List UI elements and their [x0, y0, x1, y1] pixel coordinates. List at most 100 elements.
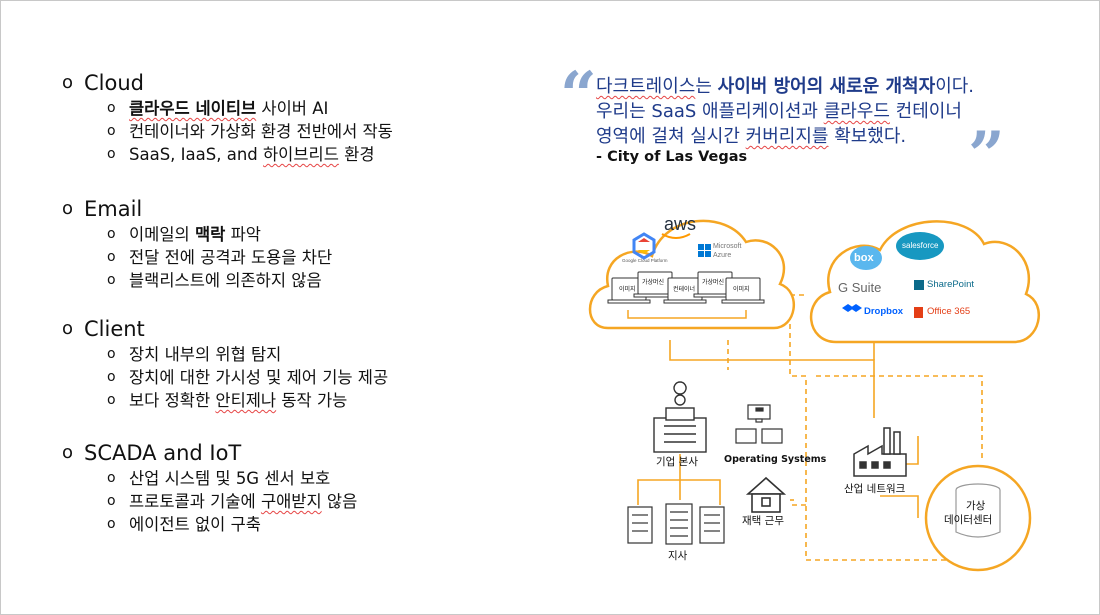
list-item: o 장치 내부의 위협 탐지 — [107, 343, 388, 366]
screen-label-container: 컨테이너 — [673, 286, 696, 293]
text-run: 장치 내부의 위협 탐지 — [129, 345, 282, 364]
sub-bullet-icon: o — [107, 123, 116, 139]
salesforce-logo-icon — [896, 232, 944, 260]
open-quote-icon: “ — [560, 58, 597, 133]
text-run: 하이브리드 — [263, 145, 339, 164]
list-item-text: 프로토콜과 기술에 구애받지 않음 — [129, 490, 357, 513]
box-logo: box — [854, 252, 874, 264]
text-run: 이다. — [935, 76, 975, 97]
azure-windows-icon — [698, 244, 711, 257]
list-item-text: 산업 시스템 및 5G 센서 보호 — [129, 467, 330, 490]
house-icon — [745, 476, 787, 513]
database-icon — [955, 483, 1001, 538]
section-title-text: Email — [84, 197, 143, 221]
text-run: 는 — [695, 76, 718, 97]
screen-label-vm-2: 가상머신 — [702, 279, 725, 286]
gsuite-logo: G Suite — [838, 280, 882, 295]
diagram-graphics — [588, 219, 1041, 572]
text-run: SaaS, IaaS, and — [129, 145, 263, 164]
sub-bullet-icon: o — [107, 346, 116, 362]
left-cloud-shape — [588, 219, 795, 330]
text-run: 컨테이너 — [889, 101, 962, 122]
bullet-icon: o — [62, 198, 74, 219]
text-run: 사이버 방어의 새로운 개척자 — [717, 76, 936, 97]
section-title-text: SCADA and IoT — [84, 441, 242, 465]
list-item-text: 이메일의 맥락 파악 — [129, 223, 261, 246]
text-run: 장치에 대한 가시성 및 제어 기능 제공 — [129, 368, 389, 387]
os-label: Operating Systems — [724, 454, 827, 465]
bullet-icon: o — [62, 318, 74, 339]
sub-bullet-icon: o — [107, 249, 116, 265]
screen-label-vm-1: 가상머신 — [642, 279, 665, 286]
laptop-bracket — [627, 310, 747, 319]
list-item: o 컨테이너와 가상화 환경 전반에서 작동 — [107, 120, 393, 143]
office365-icon — [914, 307, 923, 318]
text-run: 영역에 걸쳐 실시간 — [596, 126, 746, 147]
quote-source: - City of Las Vegas — [596, 149, 748, 165]
text-run: 구애받지 — [260, 492, 322, 511]
close-quote-icon: ” — [968, 118, 1005, 193]
list-item-text: 보다 정확한 안티제나 동작 가능 — [129, 389, 347, 412]
text-run: 안티제나 — [215, 391, 277, 410]
sub-bullet-icon: o — [107, 392, 116, 408]
text-run: 커버리지를 — [745, 126, 829, 147]
network-diagram: aws Google Cloud Platform Microsoft Azur… — [580, 200, 1080, 610]
bullet-icon: o — [62, 72, 74, 93]
screen-label-image-1: 이미지 — [619, 286, 636, 293]
text-run: 블랙리스트에 의존하지 않음 — [129, 271, 322, 290]
solid-connectors — [637, 340, 919, 518]
branch-label: 지사 — [668, 550, 688, 562]
list-item: o 전달 전에 공격과 도용을 차단 — [107, 246, 332, 269]
quote-line: 우리는 SaaS 애플리케이션과 클라우드 컨테이너 — [596, 99, 974, 124]
sub-bullet-icon: o — [107, 146, 116, 162]
dropbox-icon — [842, 304, 862, 312]
dropbox-logo: Dropbox — [864, 306, 904, 317]
sub-bullet-icon: o — [107, 470, 116, 486]
list-item-text: 장치에 대한 가시성 및 제어 기능 제공 — [129, 366, 388, 389]
aws-logo: aws — [664, 214, 697, 234]
azure-label: Azure — [713, 252, 732, 259]
text-run: 이메일의 — [129, 225, 195, 244]
text-run: 클라우드 네이티브 — [129, 99, 257, 118]
list-item-text: 컨테이너와 가상화 환경 전반에서 작동 — [129, 120, 393, 143]
text-run: 에이전트 없이 구축 — [129, 515, 261, 534]
list-item: o 산업 시스템 및 5G 센서 보호 — [107, 467, 357, 490]
section-title-text: Client — [84, 317, 145, 341]
text-run: 전달 전에 공격과 도용을 차단 — [129, 248, 333, 267]
google-cloud-icon — [632, 232, 656, 260]
section-title: o Email — [62, 196, 332, 222]
list-item-text: 전달 전에 공격과 도용을 차단 — [129, 246, 332, 269]
text-run: 프로토콜과 기술에 — [129, 492, 261, 511]
text-run: 클라우드 — [823, 101, 890, 122]
text-run: 동작 가능 — [276, 391, 348, 410]
list-item-text: 클라우드 네이티브 사이버 AI — [129, 97, 328, 120]
text-run: 환경 — [338, 145, 375, 164]
section-title-text: Cloud — [84, 71, 144, 95]
hq-label: 기업 본사 — [656, 456, 698, 468]
text-run: 보다 정확한 — [129, 391, 216, 410]
aws-smile-icon — [661, 233, 691, 239]
microsoft-label: Microsoft — [713, 243, 742, 250]
google-cloud-label: Google Cloud Platform — [622, 258, 668, 263]
quote-line: 영역에 걸쳐 실시간 커버리지를 확보했다. — [596, 124, 974, 149]
salesforce-logo: salesforce — [902, 241, 939, 250]
text-run: 다크트레이스 — [596, 76, 696, 97]
section-title: o Client — [62, 316, 388, 342]
os-devices-icon — [735, 404, 783, 444]
laptop-icons — [607, 271, 765, 304]
list-item-text: 장치 내부의 위협 탐지 — [129, 343, 281, 366]
sharepoint-logo: SharePoint — [927, 279, 975, 290]
box-logo-icon — [850, 246, 882, 270]
list-item-text: SaaS, IaaS, and 하이브리드 환경 — [129, 143, 375, 166]
text-run: 않음 — [321, 492, 358, 511]
list-item: o 보다 정확한 안티제나 동작 가능 — [107, 389, 388, 412]
